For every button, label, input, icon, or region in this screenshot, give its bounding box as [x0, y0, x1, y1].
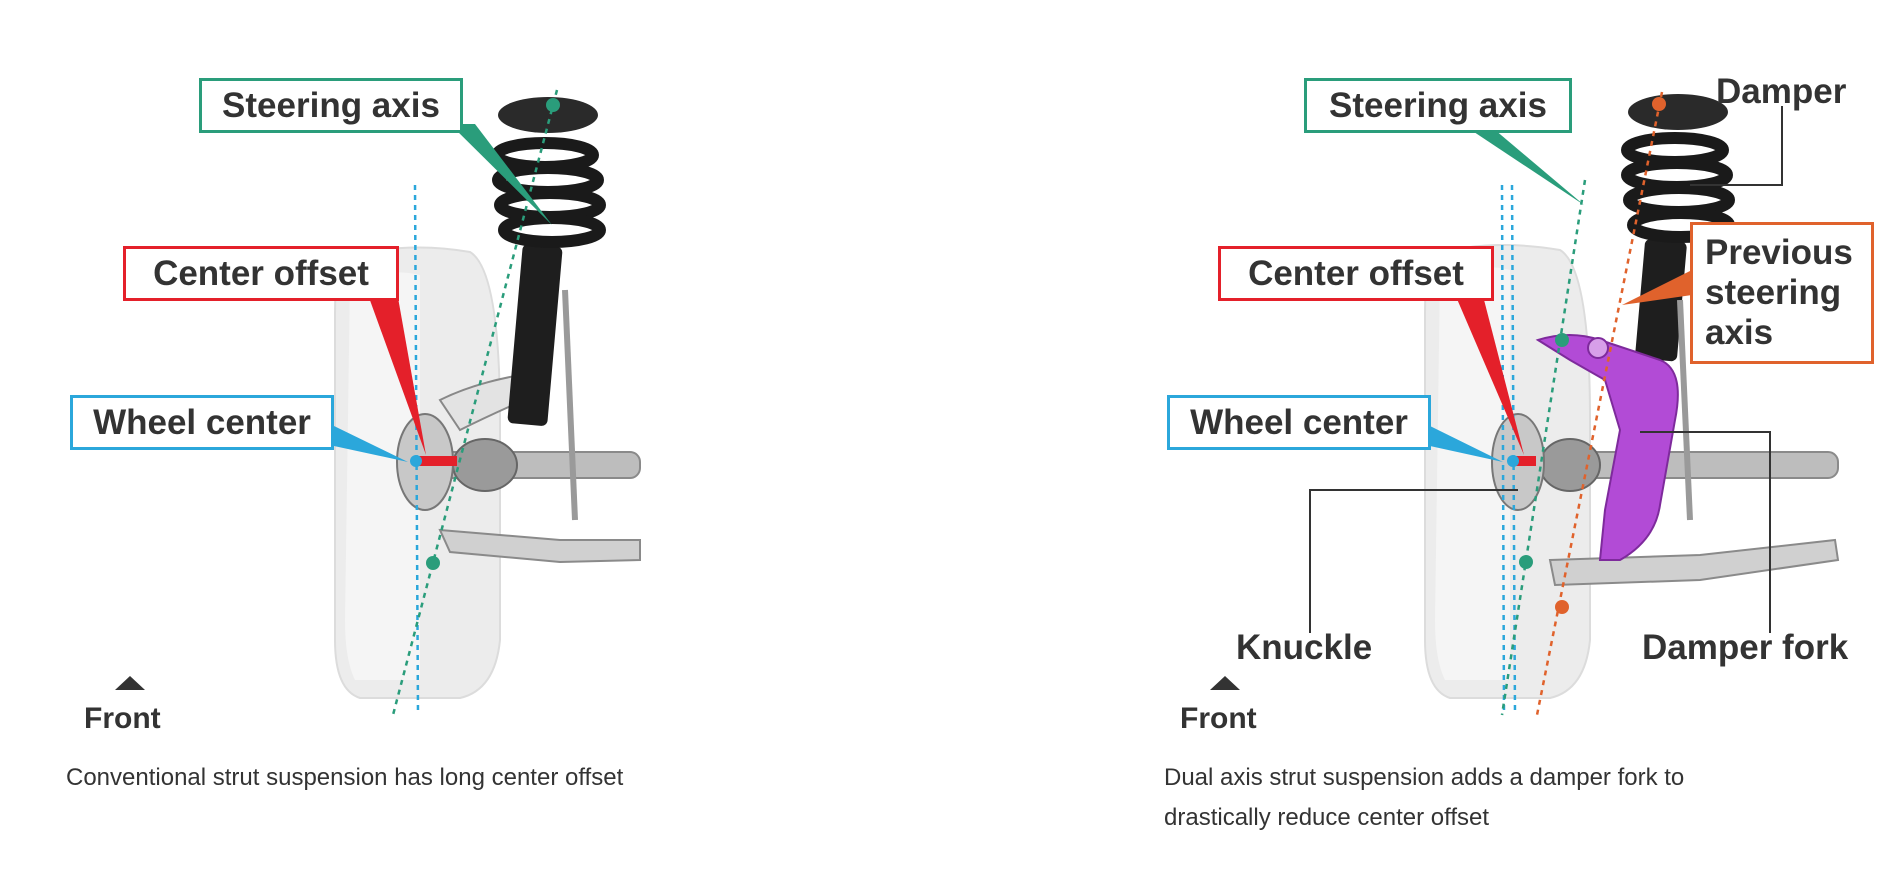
front-arrow-icon [115, 676, 145, 690]
center-offset-callout: Center offset [1218, 246, 1494, 301]
damper-leader [1690, 106, 1783, 186]
dual-axis-strut-diagram: Steering axis Center offset Wheel center… [1100, 0, 1892, 874]
lower-arm [438, 528, 641, 564]
front-label: Front [84, 702, 161, 735]
strut-top-mount [1628, 94, 1728, 130]
damper-fork-label: Damper fork [1642, 628, 1849, 667]
steering-axis-line [391, 89, 559, 716]
wheel-center-callout: Wheel center [1167, 395, 1431, 450]
wheel-center-axis [413, 184, 420, 716]
front-arrow-icon [1210, 676, 1240, 690]
coil-spring [1621, 132, 1735, 243]
strut-body [1635, 238, 1687, 362]
damper-fork [1535, 334, 1679, 561]
wheel-center-label: Wheel center [93, 403, 311, 442]
lower-arm [1548, 538, 1840, 587]
center-offset-label: Center offset [1248, 254, 1464, 293]
center-offset-callout: Center offset [123, 246, 399, 301]
wheel-center-label: Wheel center [1190, 403, 1408, 442]
left-caption: Conventional strut suspension has long c… [66, 764, 624, 791]
center-offset-bar [417, 456, 457, 466]
right-caption: Dual axis strut suspension adds a damper… [1164, 764, 1685, 831]
damper-fork-leader [1640, 431, 1771, 633]
conventional-strut-illustration [334, 89, 641, 716]
dual-axis-strut-illustration [1309, 91, 1840, 716]
steering-axis-callout: Steering axis [199, 78, 463, 133]
conventional-strut-diagram: Steering axis Center offset Wheel center… [0, 0, 760, 874]
cv-boot [452, 438, 518, 492]
knuckle-label: Knuckle [1236, 628, 1373, 667]
steering-axis-label: Steering axis [1329, 86, 1547, 125]
knuckle-leader [1309, 489, 1518, 633]
damper-label: Damper [1716, 72, 1847, 111]
steering-axis-callout: Steering axis [1304, 78, 1572, 133]
coil-spring [491, 137, 606, 248]
previous-steering-axis-label: Previous steering axis [1705, 233, 1853, 352]
front-label: Front [1180, 702, 1257, 735]
center-offset-label: Center offset [153, 254, 369, 293]
wheel-center-callout: Wheel center [70, 395, 334, 450]
previous-steering-axis-callout: Previous steering axis [1690, 222, 1874, 364]
steering-axis-label: Steering axis [222, 86, 440, 125]
steering-axis-line [1500, 179, 1587, 716]
strut-top-mount [498, 97, 598, 133]
center-offset-bar [1514, 456, 1536, 466]
strut-body [507, 244, 563, 426]
